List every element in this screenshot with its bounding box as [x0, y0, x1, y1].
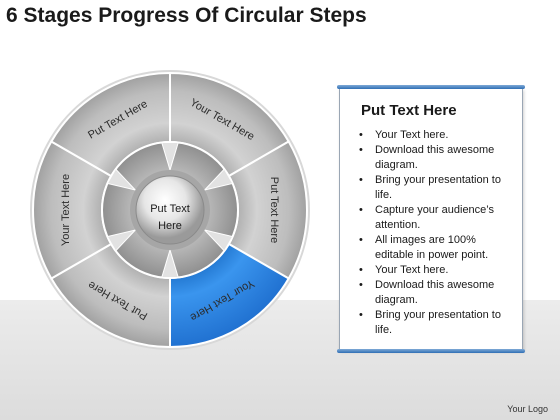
- segment-label: Your Text Here: [60, 174, 72, 246]
- center-label-line2: Here: [158, 220, 182, 232]
- inner-spoke: [106, 168, 137, 191]
- bullet-item: Download this awesome diagram.: [354, 278, 516, 308]
- center-label-line1: Put Text: [150, 203, 190, 215]
- bullet-item: Bring your presentation to life.: [354, 308, 516, 338]
- panel-top-bar: [337, 85, 525, 89]
- panel-bottom-bar: [337, 349, 525, 353]
- page-title: 6 Stages Progress Of Circular Steps: [6, 4, 367, 27]
- inner-spoke: [161, 248, 179, 278]
- footer-logo: Your Logo: [507, 404, 548, 414]
- bullet-item: Capture your audience’s attention.: [354, 203, 516, 233]
- inner-spoke: [106, 229, 137, 252]
- hub: [135, 175, 205, 245]
- bullet-item: Your Text here.: [354, 128, 516, 143]
- inner-spoke: [161, 142, 179, 172]
- bullet-item: Bring your presentation to life.: [354, 173, 516, 203]
- inner-spoke: [203, 229, 234, 252]
- bullet-item: Download this awesome diagram.: [354, 143, 516, 173]
- bullet-item: All images are 100% editable in power po…: [354, 233, 516, 263]
- segment-label: Put Text Here: [268, 177, 280, 243]
- text-panel: Put Text Here Your Text here. Download t…: [337, 85, 525, 353]
- inner-spoke: [203, 168, 234, 191]
- panel-heading: Put Text Here: [361, 102, 457, 119]
- bullet-item: Your Text here.: [354, 263, 516, 278]
- bullet-list: Your Text here. Download this awesome di…: [354, 128, 516, 338]
